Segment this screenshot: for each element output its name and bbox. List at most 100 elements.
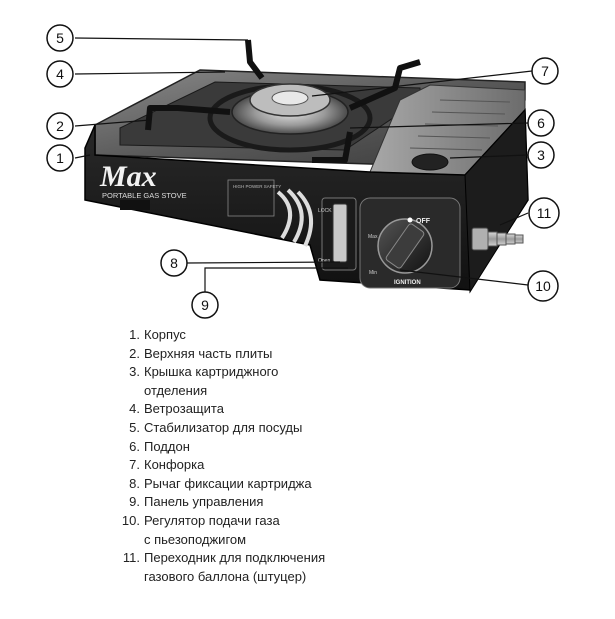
callout-4: 4 [46,60,74,88]
callout-6: 6 [527,109,555,137]
leader-line-6 [349,122,529,129]
leader-line-1 [74,154,91,159]
legend-text: Ветрозащита [144,401,224,417]
callout-7-label: 7 [541,63,549,79]
pot-support-back [245,39,265,80]
min-label: Min [369,270,377,276]
legend-text: Конфорка [144,457,205,473]
open-label: Open [318,258,330,264]
callout-10-label: 10 [535,278,551,294]
stove-foot [120,200,150,210]
leader-line-8 [186,261,341,264]
off-label: OFF [416,218,431,225]
legend-item: 4.Ветрозащита [118,400,325,419]
leader-line-5 [74,37,249,41]
nozzle-barb-3 [505,233,516,245]
legend-text: Рычаг фиксации картриджа [144,475,312,491]
callout-3: 3 [527,141,555,169]
legend-text: Переходник для подключения газового балло… [144,549,325,586]
control-panel: LOCK Open OFF Max Min IGNITION [318,197,461,289]
cartridge-window [411,153,449,171]
callout-9-label: 9 [201,297,209,313]
callout-2: 2 [46,112,74,140]
legend-number: 5. [129,419,140,435]
callout-3-label: 3 [537,147,545,163]
leader-line-2 [74,119,151,127]
legend-number: 11. [122,550,140,566]
legend-text: Корпус [144,327,186,342]
pot-support-front [312,131,353,163]
nozzle-base [471,227,489,251]
legend-text: Регулятор подачи газа с пьезоподжигом [144,512,280,549]
brand-subtitle: PORTABLE GAS STOVE [102,191,187,200]
lock-label: LOCK [318,208,332,214]
legend-item: 7.Конфорка [118,456,325,475]
legend-number: 4. [129,401,140,417]
max-label: Max [368,234,378,240]
leader-line-7 [311,70,533,97]
brand-badge-frame [227,179,275,217]
legend-text: Поддон [144,438,190,454]
leader-line-4 [74,71,226,75]
burner [207,83,373,153]
legend-number: 10. [121,512,140,528]
legend-number: 6. [129,438,140,454]
legend-text: Стабилизатор для посуды [144,419,303,435]
pot-support-left [145,105,231,131]
pot-support-right [348,59,421,111]
callout-8-label: 8 [170,255,178,271]
cartridge-lever[interactable] [332,203,348,263]
knob-grip [385,223,425,269]
legend-text-line: Регулятор подачи газа [144,512,280,528]
legend-number: 7. [129,457,140,473]
stove-diagram: Max PORTABLE GAS STOVE HIGH POWER SAFETY… [46,24,560,319]
callout-11-label: 11 [537,205,552,221]
callout-5: 5 [46,24,74,52]
legend-item: 2.Верхняя часть плиты [118,345,325,364]
parts-legend: 1.Корпус 2.Верхняя часть плиты 3.Крышка … [118,326,325,586]
ignition-label: IGNITION [394,280,421,286]
callout-4-label: 4 [56,66,64,82]
gas-adapter-nozzle [471,227,524,251]
nozzle-barb-2 [496,232,507,246]
brand-area: Max PORTABLE GAS STOVE HIGH POWER SAFETY [99,160,314,247]
callout-1: 1 [46,144,74,172]
nozzle-barb-4 [514,234,524,244]
brand-logo: Max [99,160,157,193]
legend-item: 10.Регулятор подачи газа с пьезоподжигом [118,512,325,549]
legend-item: 5.Стабилизатор для посуды [118,419,325,438]
pot-supports [145,39,421,163]
callout-9: 9 [191,291,219,319]
legend-text: Верхняя часть плиты [144,345,273,361]
leader-line-3 [449,154,529,159]
leader-lines [74,37,533,295]
callout-7: 7 [531,57,559,85]
burner-center [271,90,309,106]
legend-text-line: отделения [144,382,208,398]
legend-number: 1. [129,327,140,342]
legend-number: 8. [129,475,140,491]
leader-line-11 [499,212,529,226]
legend-item: 8.Рычаг фиксации картриджа [118,475,325,494]
callouts: 5 4 2 1 7 6 3 11 [46,24,560,319]
legend-number: 9. [129,494,140,510]
legend-text-line: с пьезоподжигом [144,531,247,547]
callout-10: 10 [527,270,559,302]
callout-6-label: 6 [537,115,545,131]
legend-item: 11.Переходник для подключения газового ба… [118,549,325,586]
leader-line-9 [204,267,348,295]
callout-2-label: 2 [56,118,64,134]
legend-item: 9.Панель управления [118,493,325,512]
legend-item: 1. Корпус [118,326,325,345]
legend-number: 2. [129,345,140,361]
legend-text-line: газового баллона (штуцер) [144,568,307,584]
callout-11: 11 [528,197,560,229]
callout-8: 8 [160,249,188,277]
nozzle-barb-1 [487,231,498,247]
flame-swoosh-decoration [276,188,314,247]
off-indicator-dot [407,217,413,223]
legend-text: Панель управления [144,494,264,510]
legend-text-line: Переходник для подключения [144,550,326,566]
callout-1-label: 1 [56,150,64,166]
